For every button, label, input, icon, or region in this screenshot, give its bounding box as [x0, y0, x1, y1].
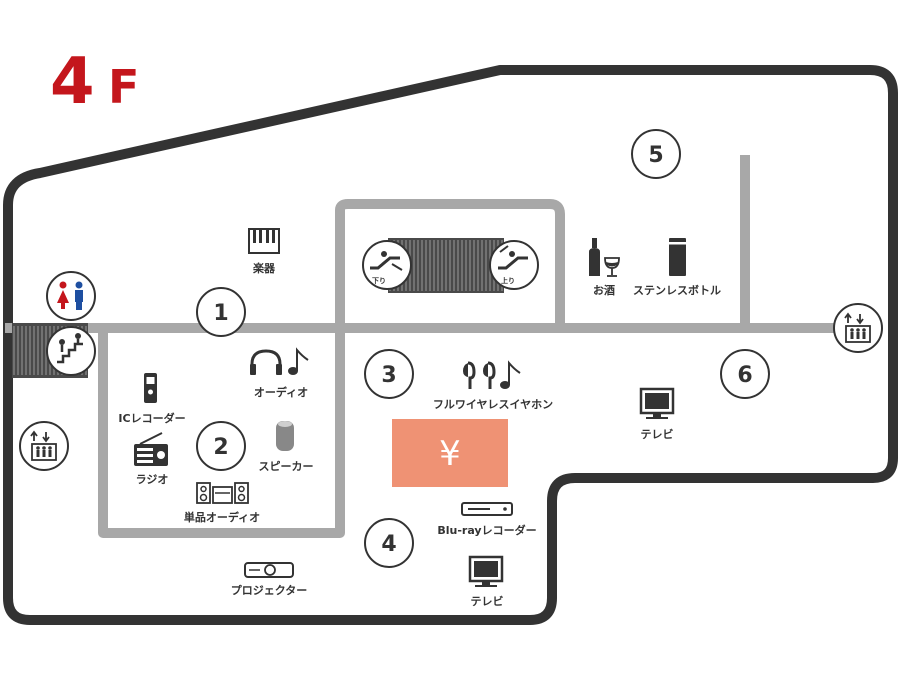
aisles — [5, 155, 843, 538]
label-radio: ラジオ — [136, 473, 169, 486]
escalator-up-label: 上り — [501, 276, 515, 285]
zone-marker-2[interactable]: 2 — [196, 421, 246, 471]
outer-wall — [3, 65, 898, 625]
floor-number: 4 — [50, 45, 95, 119]
yen-icon: ¥ — [439, 434, 461, 474]
escalator-down-label: 下り — [372, 276, 386, 285]
escalator-down-icon[interactable]: 下り — [362, 240, 412, 290]
music-note-icon — [500, 360, 521, 389]
ic-recorder-icon — [144, 373, 157, 403]
label-ic-recorder: ICレコーダー — [118, 411, 185, 425]
label-tv-center: テレビ — [641, 427, 674, 441]
liquor-icon — [589, 238, 620, 277]
label-component-audio: 単品オーディオ — [184, 510, 260, 524]
zone-number: 5 — [648, 143, 663, 168]
piano-icon — [248, 228, 280, 254]
tv-icon — [468, 555, 504, 587]
radio-icon — [134, 432, 168, 466]
label-bluray-recorder: Blu-rayレコーダー — [437, 523, 536, 537]
zone-marker-4[interactable]: 4 — [364, 518, 414, 568]
label-projector: プロジェクター — [231, 583, 308, 597]
elevator-icon[interactable] — [19, 421, 69, 471]
restroom-icon[interactable] — [46, 271, 96, 321]
zone-marker-5[interactable]: 5 — [631, 129, 681, 179]
label-wireless-earphones: フルワイヤレスイヤホン — [433, 398, 553, 411]
label-tv-bottom: テレビ — [471, 594, 504, 608]
bluray-recorder-icon — [461, 502, 513, 516]
zone-number: 2 — [213, 435, 228, 460]
stairs-icon[interactable] — [46, 326, 96, 376]
label-speaker: スピーカー — [259, 460, 314, 473]
zone-marker-1[interactable]: 1 — [196, 287, 246, 337]
cashier-counter[interactable]: ¥ — [392, 419, 508, 487]
zone-marker-6[interactable]: 6 — [720, 349, 770, 399]
label-stainless-bottle: ステンレスボトル — [633, 283, 721, 297]
projector-icon — [244, 562, 294, 578]
speaker-icon — [276, 421, 294, 451]
floor-suffix: F — [108, 60, 139, 114]
component-audio-icon — [196, 482, 249, 504]
zone-marker-3[interactable]: 3 — [364, 349, 414, 399]
music-note-icon — [288, 347, 309, 375]
label-instruments: 楽器 — [252, 261, 276, 275]
headphones-icon — [250, 349, 282, 375]
elevator-icon[interactable] — [833, 303, 883, 353]
wireless-earphones-icon — [463, 361, 496, 389]
zone-number: 1 — [213, 301, 228, 326]
zone-number: 4 — [381, 532, 396, 557]
zone-number: 6 — [737, 363, 752, 388]
escalator-up-icon[interactable]: 上り — [489, 240, 539, 290]
stainless-bottle-icon — [669, 238, 686, 276]
zone-number: 3 — [381, 363, 396, 388]
tv-icon — [639, 387, 675, 419]
label-liquor: お酒 — [593, 284, 615, 297]
label-audio: オーディオ — [254, 385, 308, 399]
